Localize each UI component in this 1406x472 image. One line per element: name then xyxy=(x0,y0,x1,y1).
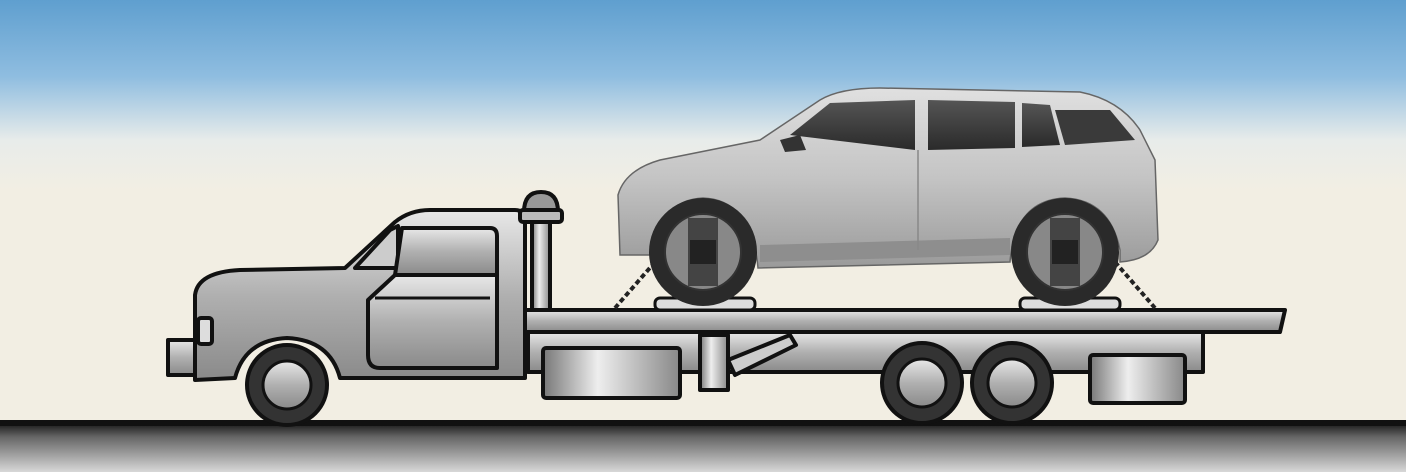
front-chain xyxy=(613,260,657,310)
hydraulic-arm xyxy=(726,333,798,377)
suv-rear-window xyxy=(928,100,1015,150)
tow-truck xyxy=(166,190,1287,427)
hydraulic-cylinder xyxy=(698,333,730,392)
suv-rear-wheel xyxy=(1011,198,1119,306)
rear-wheel-2 xyxy=(970,341,1054,425)
road-line xyxy=(0,420,1406,426)
headlight xyxy=(196,316,214,346)
suv xyxy=(617,87,1159,306)
side-mirror xyxy=(780,135,806,152)
suv-front-wheel xyxy=(649,198,757,306)
side-toolbox xyxy=(541,346,682,400)
road xyxy=(0,422,1406,472)
flatbed xyxy=(518,308,1287,334)
cab-door xyxy=(366,273,499,370)
rear-chain xyxy=(1113,260,1157,310)
exhaust-stack xyxy=(530,208,552,312)
suv-sill xyxy=(760,238,1010,262)
suv-d-pillar xyxy=(1055,110,1135,145)
beacon-base xyxy=(518,208,564,224)
cab-window xyxy=(393,226,499,277)
suv-quarter-window xyxy=(1022,103,1060,147)
rear-toolbox xyxy=(1088,353,1187,405)
windshield xyxy=(353,224,400,270)
front-wheel xyxy=(245,343,329,427)
suv-front-window xyxy=(790,100,915,150)
rear-wheel-1 xyxy=(880,341,964,425)
beacon-light xyxy=(522,190,560,214)
